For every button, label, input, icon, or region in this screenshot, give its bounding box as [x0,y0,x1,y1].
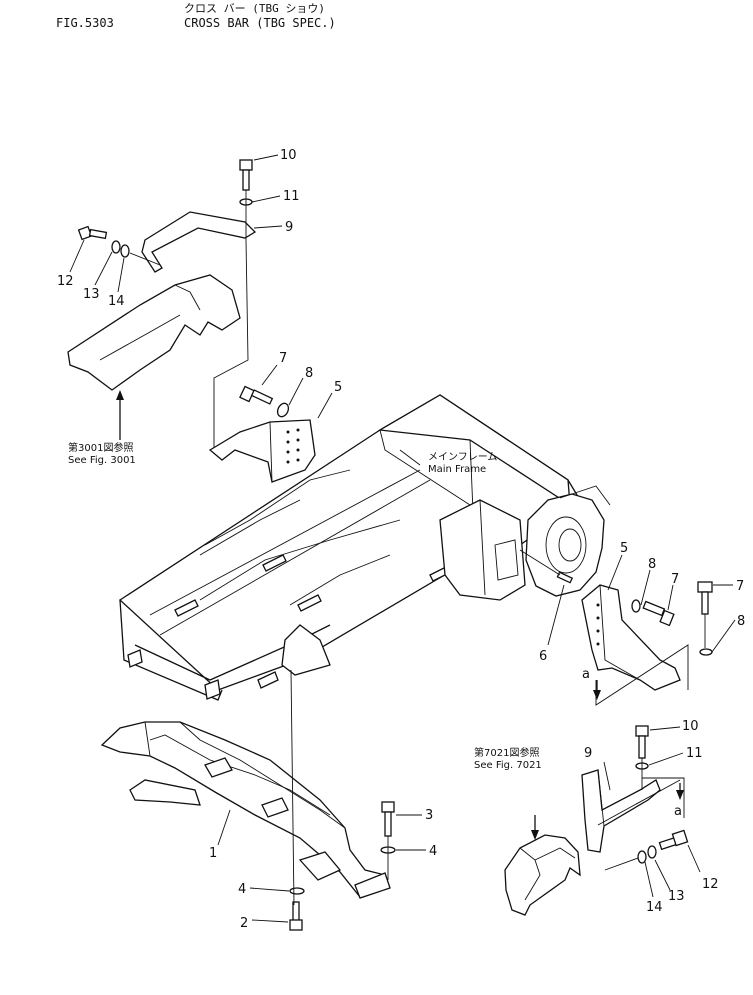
title-english: CROSS BAR (TBG SPEC.) [184,16,336,30]
bracket-9-lower [581,769,661,853]
bolt-12-upper [77,225,108,241]
callout-14-upper: 14 [108,294,125,309]
view-label-a-lower: a [674,804,682,819]
ref-7021-en: See Fig. 7021 [474,760,542,771]
callout-11-upper: 11 [283,189,300,204]
callout-14-lower: 14 [646,900,663,915]
bolt-2 [289,901,303,931]
washer-13-lower [647,845,657,859]
callout-3: 3 [425,808,433,823]
washer-8-mid [276,402,290,418]
callout-13-lower: 13 [668,889,685,904]
callout-8-right: 8 [648,557,656,572]
bracket-9-upper [141,211,257,273]
callout-7-far: 7 [736,579,744,594]
ref-3001-en: See Fig. 3001 [68,455,136,466]
callout-12-upper: 12 [57,274,74,289]
washer-8-right [631,599,641,613]
bolt-3 [381,801,395,837]
bolt-7-far [697,581,713,615]
callout-leaders [69,154,736,923]
ref-3001-jp: 第3001図参照 [68,441,133,454]
washer-4-left [289,887,305,895]
callout-7-right: 7 [671,572,679,587]
callout-5-right: 5 [620,541,628,556]
main-frame-jp-label: メインフレーム [428,451,497,463]
washer-14-upper [120,244,130,258]
callout-9-upper: 9 [285,220,293,235]
callout-9-lower: 9 [584,746,592,761]
bracket-5-right [581,584,681,691]
callout-12-lower: 12 [702,877,719,892]
callout-13-upper: 13 [83,287,100,302]
view-label-a-upper: a [582,667,590,682]
callout-10-upper: 10 [280,148,297,163]
callout-8-mid: 8 [305,366,313,381]
figure-id: FIG.5303 [56,16,114,30]
callout-4-right: 4 [429,844,437,859]
bolt-10-lower [635,725,649,759]
callout-2: 2 [240,916,248,931]
callout-7-mid: 7 [279,351,287,366]
main-frame [118,394,611,701]
callout-11-lower: 11 [686,746,703,761]
washer-8-far [699,648,713,656]
bracket-5-mid [208,419,316,483]
main-frame-leader [399,449,421,466]
bolt-10-upper [239,159,253,191]
cover-guard-lower [504,834,581,916]
callout-4-left: 4 [238,882,246,897]
bolt-7-right [642,600,675,627]
washer-14-lower [637,850,647,864]
bolt-7-mid [239,385,274,405]
ref-7021-jp: 第7021図参照 [474,746,539,759]
callout-1: 1 [209,846,217,861]
bolt-12-lower [658,829,689,851]
washer-13-upper [111,240,121,254]
callout-10-lower: 10 [682,719,699,734]
callout-8-far: 8 [737,614,745,629]
cross-bar-1 [100,721,386,898]
callout-6: 6 [539,649,547,664]
title-japanese: クロス バー (TBG ショウ) [184,2,325,15]
callout-5-mid: 5 [334,380,342,395]
main-frame-en-label: Main Frame [428,464,486,475]
